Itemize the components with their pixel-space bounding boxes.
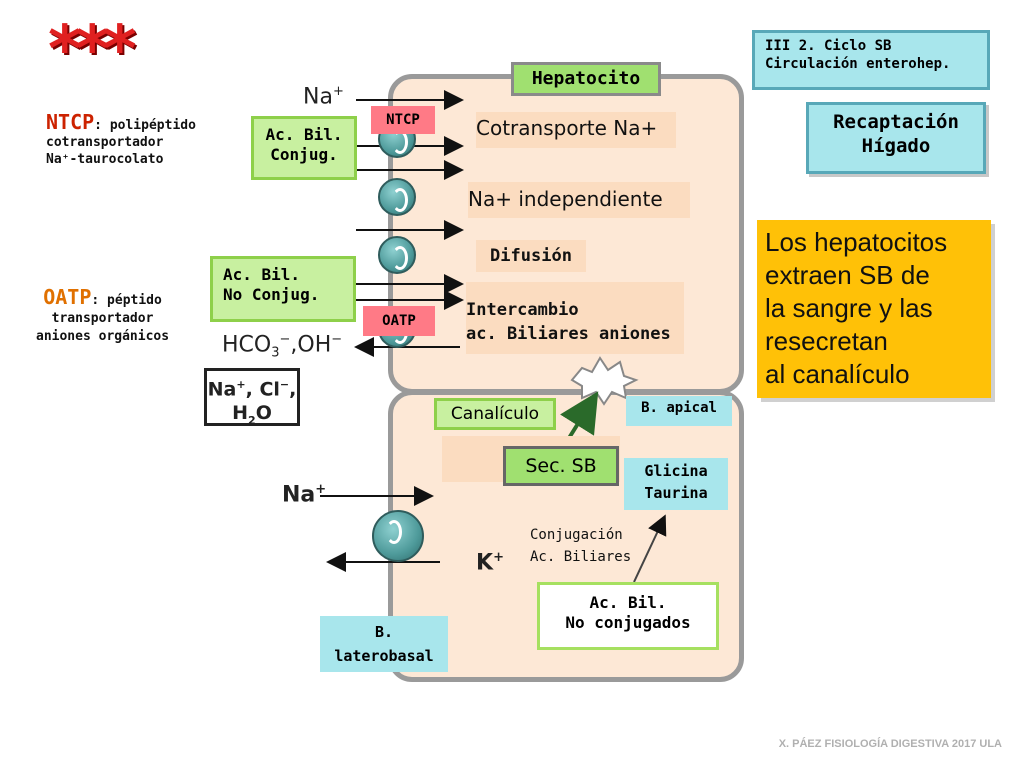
na-top-sup: + xyxy=(332,84,344,99)
ntcp-def-rest: : polipéptido xyxy=(94,118,196,133)
ntcp-def-line-3: Na⁺-taurocolato xyxy=(46,152,164,167)
hco3-text: HCO xyxy=(222,332,272,358)
oatp-def-rest: : péptido xyxy=(91,293,162,308)
hco3-sup: − xyxy=(279,332,291,347)
transporter-channel-2 xyxy=(378,178,416,216)
acbil-noconjug-box: Ac. Bil. No Conjug. xyxy=(210,256,356,322)
acbil-noconjug-line-1: Ac. Bil. xyxy=(223,265,301,284)
k-bottom-label: K+ xyxy=(476,550,504,575)
ntcp-acronym: NTCP xyxy=(46,110,95,134)
explanation-line: la sangre y las xyxy=(765,293,933,323)
nacl-na-sup: + xyxy=(236,378,246,391)
nacl-na: Na xyxy=(207,378,237,401)
acbil-conjug-box: Ac. Bil. Conjug. xyxy=(251,116,357,180)
hco3-sub: 3 xyxy=(271,345,280,361)
nacl-comma: , xyxy=(289,378,297,401)
ntcp-def-line-2: cotransportador xyxy=(46,135,164,150)
acbil-conjug-line-1: Ac. Bil. xyxy=(265,125,343,144)
sec-sb-label: Sec. SB xyxy=(503,446,619,486)
canaliculo-label: Canalículo xyxy=(434,398,556,430)
info-line-2: Circulación enterohep. xyxy=(765,55,951,72)
conjugacion-line-1: Conjugación xyxy=(530,527,623,543)
b-laterobasal-line-1: B. xyxy=(374,623,394,641)
acbil-noconjugados-line-2: No conjugados xyxy=(565,613,691,632)
oh-text: ,OH xyxy=(290,332,332,358)
transporter-channel-bottom xyxy=(372,510,424,562)
nacl-cl: , Cl xyxy=(245,378,280,401)
b-laterobasal-line-2: laterobasal xyxy=(334,647,434,665)
nacl-h2o-box: Na+, Cl−, H2O xyxy=(204,368,300,428)
taurina-line: Taurina xyxy=(644,484,708,502)
acbil-noconjug-line-2: No Conjug. xyxy=(223,285,320,304)
hco3-label: HCO3−,OH− xyxy=(222,332,342,361)
b-apical-label: B. apical xyxy=(626,396,732,426)
conjugacion-line-2: Ac. Biliares xyxy=(530,549,632,565)
footer-credit: X. PÁEZ FISIOLOGÍA DIGESTIVA 2017 ULA xyxy=(778,738,1002,750)
h2o-h: H xyxy=(232,402,249,425)
h2o-sub: 2 xyxy=(248,414,256,428)
hepatocito-label: Hepatocito xyxy=(511,62,661,96)
oh-sup: − xyxy=(331,332,343,347)
ntcp-tag: NTCP xyxy=(371,106,435,134)
na-top-label: Na+ xyxy=(303,84,344,109)
info-line-1: III 2. Ciclo SB xyxy=(765,38,892,54)
explanation-line: al canalículo xyxy=(765,359,910,389)
k-bottom-text: K xyxy=(476,550,494,576)
acbil-noconjugados-box: Ac. Bil. No conjugados xyxy=(537,582,719,650)
oatp-def-line-3: aniones orgánicos xyxy=(36,329,170,344)
oatp-acronym: OATP xyxy=(43,285,92,309)
k-bottom-sup: + xyxy=(493,550,504,565)
oatp-tag: OATP xyxy=(363,306,435,336)
glicina-line: Glicina xyxy=(644,462,708,480)
explanation-line: Los hepatocitos xyxy=(765,227,948,257)
recaptacion-line-1: Recaptación xyxy=(833,111,959,133)
explanation-line: extraen SB de xyxy=(765,260,930,290)
recaptacion-box: Recaptación Hígado xyxy=(806,102,986,174)
explanation-line: resecretan xyxy=(765,326,888,356)
transporter-channel-3 xyxy=(378,236,416,274)
info-box: III 2. Ciclo SB Circulación enterohep. xyxy=(752,30,990,90)
h2o-o: O xyxy=(255,402,272,425)
na-top-text: Na xyxy=(303,84,333,110)
nacl-cl-sup: − xyxy=(279,378,290,391)
difusion-label: Difusión xyxy=(476,240,586,272)
cotransporte-label: Cotransporte Na+ xyxy=(476,112,676,148)
oatp-def-line-2: transportador xyxy=(51,311,154,326)
acbil-conjug-line-2: Conjug. xyxy=(270,145,338,164)
intercambio-label: Intercambio ac. Biliares aniones xyxy=(466,282,684,354)
intercambio-line-2: ac. Biliares aniones xyxy=(466,324,671,344)
explanation-callout: Los hepatocitos extraen SB de la sangre … xyxy=(757,220,991,398)
independiente-label: Na+ independiente xyxy=(468,182,690,218)
intercambio-line-1: Intercambio xyxy=(466,300,579,320)
ntcp-definition: NTCP: polipéptido cotransportador Na⁺-ta… xyxy=(46,112,196,168)
stars-decoration: *** xyxy=(48,13,136,87)
na-bottom-text: Na xyxy=(282,482,316,508)
acbil-noconjugados-line-1: Ac. Bil. xyxy=(589,593,667,612)
conjugacion-label: Conjugación Ac. Biliares xyxy=(530,524,632,568)
na-bottom-sup: + xyxy=(315,482,327,497)
glicina-taurina-box: Glicina Taurina xyxy=(624,458,728,510)
b-laterobasal-box: B. laterobasal xyxy=(320,616,448,672)
na-bottom-label: Na+ xyxy=(282,482,326,507)
recaptacion-line-2: Hígado xyxy=(861,134,931,157)
oatp-definition: OATP: péptido transportador aniones orgá… xyxy=(36,285,170,346)
